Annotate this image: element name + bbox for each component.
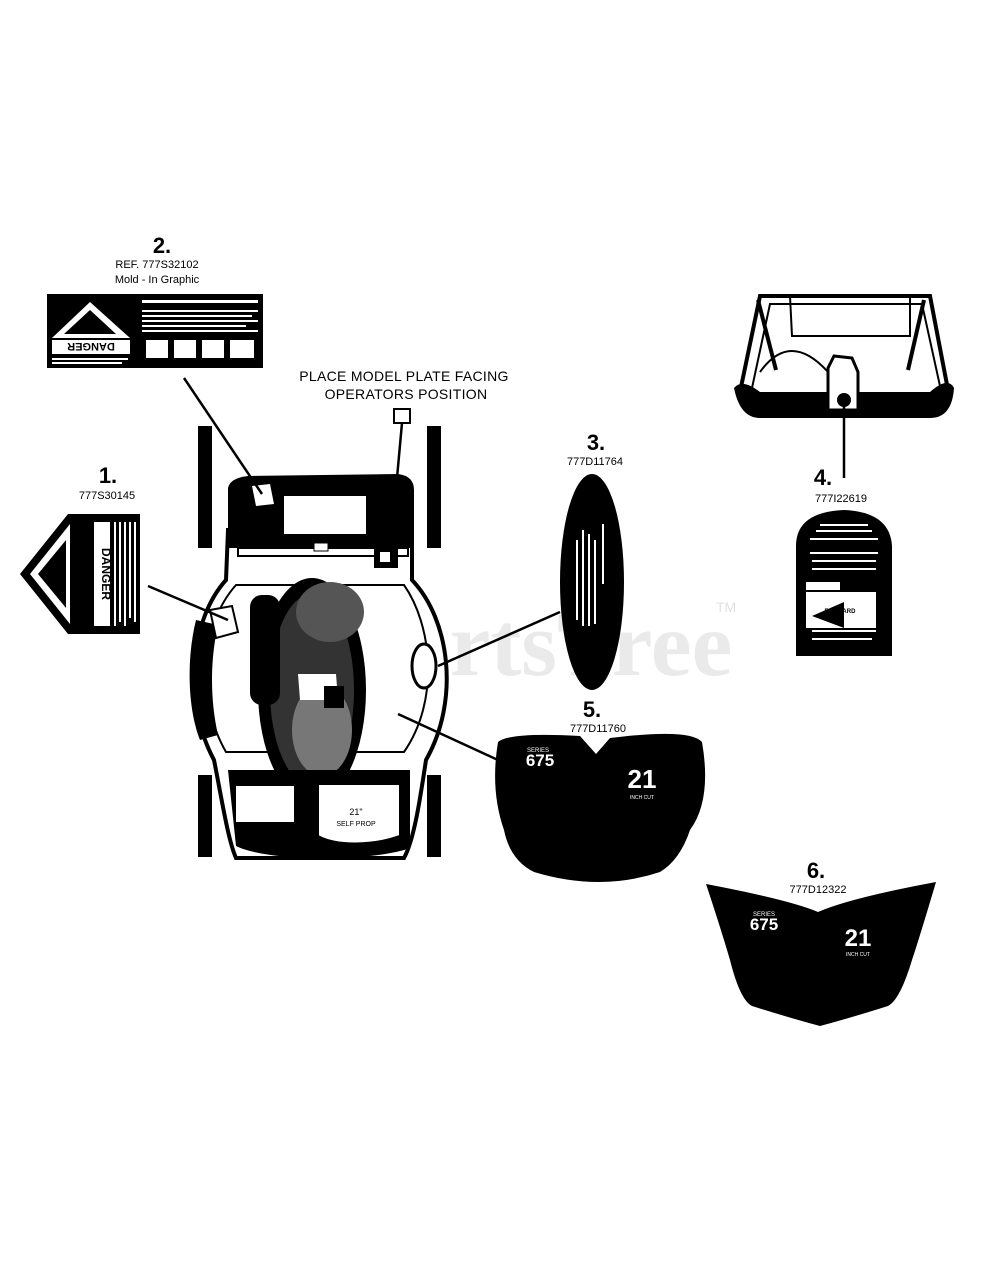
part-3-number: 3. bbox=[587, 430, 605, 455]
part-6-number: 6. bbox=[807, 858, 825, 883]
part-4: 4. 777I22619 FORWARD bbox=[734, 294, 954, 656]
part-1-number: 1. bbox=[99, 463, 117, 488]
part-6: 6. 777D12322 SERIES 675 21 INCH CUT bbox=[706, 858, 936, 1026]
part-1-decal-word: DANGER bbox=[99, 548, 113, 600]
part-5: 5. 777D11760 SERIES 675 21 INCH CUT bbox=[397, 697, 706, 882]
bag-window bbox=[284, 496, 366, 534]
part-5-ref: 777D11760 bbox=[570, 723, 626, 735]
part-6-ref: 777D12322 bbox=[790, 884, 847, 896]
mower-illustration: 21" SELF PROP bbox=[189, 408, 449, 860]
part-4-decal-word: FORWARD bbox=[825, 609, 857, 615]
part-6-decal bbox=[706, 882, 936, 1026]
mower-handle bbox=[734, 294, 954, 418]
watermark-tm: TM bbox=[716, 599, 736, 615]
part-3: 3. 777D11764 bbox=[410, 430, 624, 690]
part-4-number: 4. bbox=[814, 465, 832, 490]
wheel-front-left bbox=[198, 775, 212, 857]
part-5-series: 675 bbox=[526, 751, 554, 770]
wheel-front-right bbox=[427, 775, 441, 857]
part-5-decal bbox=[495, 733, 706, 882]
part-6-size: 21 bbox=[845, 925, 872, 952]
part-5-number: 5. bbox=[583, 697, 601, 722]
part-1: 1. 777S30145 DANGER bbox=[20, 463, 229, 634]
wheel-rear-right bbox=[427, 426, 441, 548]
instruction-line2: OPERATORS POSITION bbox=[325, 386, 488, 402]
part-2-number: 2. bbox=[153, 233, 171, 258]
part-6-series: 675 bbox=[750, 915, 778, 934]
mower-label-line1: 21" bbox=[349, 807, 362, 817]
part-2-note: Mold - In Graphic bbox=[115, 274, 200, 286]
instruction-line1: PLACE MODEL PLATE FACING bbox=[299, 368, 508, 384]
part-5-series-word: SERIES bbox=[527, 748, 549, 754]
part-4-ref: 777I22619 bbox=[815, 493, 867, 505]
part-5-size: 21 bbox=[628, 764, 657, 794]
part-2: 2. REF. 777S32102 Mold - In Graphic DANG… bbox=[47, 233, 264, 495]
part-2-small-label: DANGER bbox=[229, 334, 251, 340]
part-2-ref: REF. 777S32102 bbox=[115, 259, 198, 271]
part-6-size-unit: INCH CUT bbox=[846, 952, 870, 958]
part-3-decal bbox=[560, 474, 624, 690]
part-2-decal-word: DANGER bbox=[67, 340, 115, 352]
part-1-ref: 777S30145 bbox=[79, 490, 135, 502]
part-3-ref: 777D11764 bbox=[567, 456, 623, 468]
part-5-size-unit: INCH CUT bbox=[630, 795, 654, 801]
mower-label-line2: SELF PROP bbox=[336, 821, 376, 828]
model-plate bbox=[393, 408, 411, 424]
wheel-rear-left bbox=[198, 426, 212, 548]
part-6-series-word: SERIES bbox=[753, 912, 775, 918]
